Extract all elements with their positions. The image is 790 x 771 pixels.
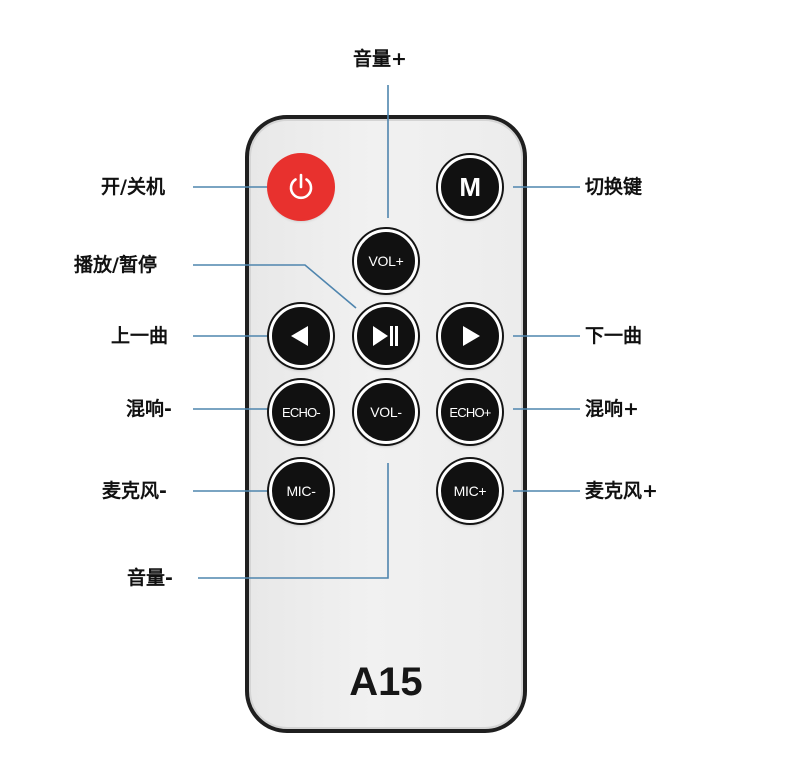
- mic-up-button[interactable]: MIC+: [438, 459, 502, 523]
- prev-track-button[interactable]: [269, 304, 333, 368]
- model-name: A15: [245, 660, 527, 705]
- callout-power: 开/关机: [101, 175, 165, 199]
- power-icon: [284, 170, 318, 204]
- power-button[interactable]: [269, 155, 333, 219]
- mode-button-label: M: [459, 172, 480, 203]
- next-track-button[interactable]: [438, 304, 502, 368]
- callout-mic-up: 麦克风+: [585, 479, 658, 503]
- callout-mic-down: 麦克风-: [102, 479, 167, 503]
- callout-mode: 切换键: [585, 175, 642, 199]
- vol-up-label: VOL+: [369, 253, 404, 269]
- triangle-left-icon: [286, 321, 316, 351]
- callout-echo-down: 混响-: [126, 397, 172, 421]
- callout-echo-up: 混响+: [585, 397, 639, 421]
- callout-vol-down: 音量-: [127, 566, 173, 590]
- mic-down-button[interactable]: MIC-: [269, 459, 333, 523]
- triangle-right-icon: [455, 321, 485, 351]
- callout-vol-up: 音量+: [353, 47, 407, 71]
- callout-next: 下一曲: [585, 324, 642, 348]
- play-pause-icon: [369, 321, 403, 351]
- callout-prev: 上一曲: [111, 324, 168, 348]
- vol-down-button[interactable]: VOL-: [354, 380, 418, 444]
- echo-up-label: ECHO+: [449, 405, 490, 420]
- mode-button[interactable]: M: [438, 155, 502, 219]
- vol-up-button[interactable]: VOL+: [354, 229, 418, 293]
- mic-up-label: MIC+: [454, 483, 487, 499]
- echo-down-label: ECHO-: [282, 405, 320, 420]
- echo-up-button[interactable]: ECHO+: [438, 380, 502, 444]
- echo-down-button[interactable]: ECHO-: [269, 380, 333, 444]
- mic-down-label: MIC-: [286, 483, 315, 499]
- callout-play-pause: 播放/暂停: [74, 253, 157, 277]
- play-pause-button[interactable]: [354, 304, 418, 368]
- vol-down-label: VOL-: [370, 404, 401, 420]
